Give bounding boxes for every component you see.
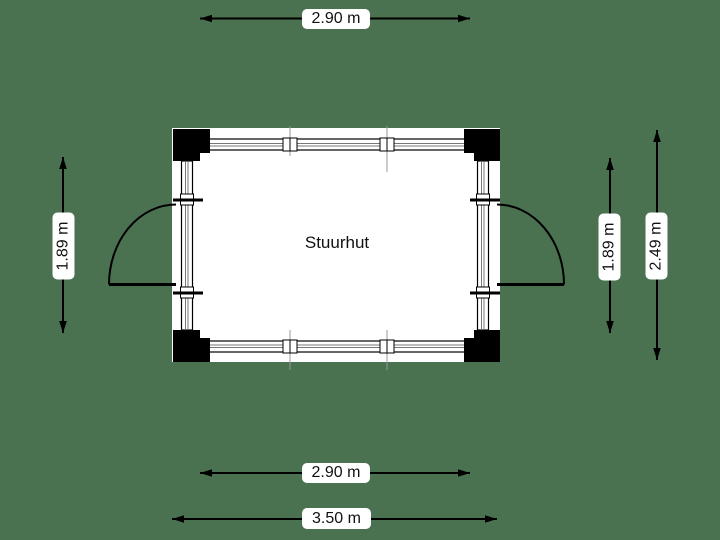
building-footprint	[172, 128, 500, 362]
room-name-label: Stuurhut	[304, 233, 370, 252]
door-right	[496, 203, 565, 286]
door-swing-arc-right	[496, 203, 565, 285]
dimension-label-right-inner: 1.89 m	[598, 213, 621, 281]
dimension-label-top: 2.90 m	[302, 9, 370, 29]
dimension-label-left: 1.89 m	[52, 212, 75, 280]
door-swing-arc-left	[108, 203, 177, 285]
dimension-label-bottom-outer: 3.50 m	[302, 508, 371, 529]
corner-post-bottom-right	[464, 330, 500, 362]
door-left	[108, 203, 177, 286]
corner-post-top-right	[464, 129, 500, 161]
window-wall-bottom	[207, 339, 467, 354]
corner-post-bottom-left	[173, 330, 210, 362]
dimension-label-bottom-inner: 2.90 m	[302, 463, 370, 483]
wall-left	[173, 160, 203, 331]
corner-post-top-left	[173, 129, 210, 161]
window-wall-top	[207, 137, 467, 152]
dimension-label-right-outer: 2.49 m	[645, 212, 668, 280]
